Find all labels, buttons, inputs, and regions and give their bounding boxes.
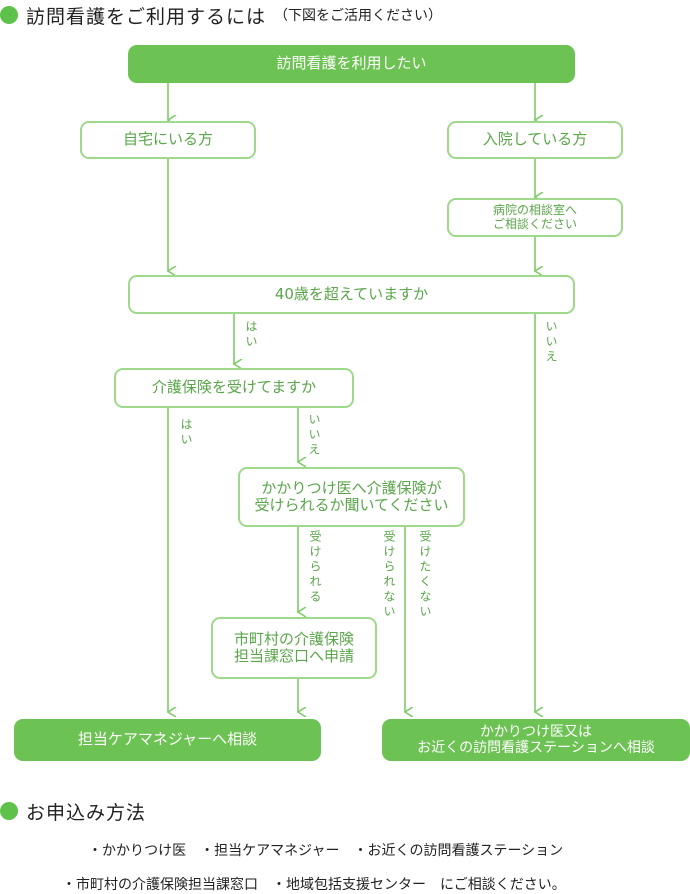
bullet-dot-icon <box>0 6 18 24</box>
cannot-receive-label: 受けられない <box>382 530 396 620</box>
hospital-consult-line2: ご相談ください <box>492 216 577 231</box>
municipal-line1: 市町村の介護保険 <box>233 629 354 648</box>
bullet-dot-icon <box>0 802 18 820</box>
age-yes-label: はい <box>244 320 258 350</box>
inpatient-box: 入院している方 <box>447 121 623 159</box>
section-subtitle: （下図をご活用ください） <box>274 8 443 24</box>
insurance-question-text: 介護保険を受けてますか <box>151 378 317 397</box>
at-home-box: 自宅にいる方 <box>80 121 256 159</box>
doctor-station-line1: かかりつけ医又は <box>479 723 593 740</box>
start-text: 訪問看護を利用したい <box>276 54 427 73</box>
start-box: 訪問看護を利用したい <box>128 45 575 83</box>
municipal-line2: 担当課窓口へ申請 <box>233 647 354 665</box>
howto-line-2: ・市町村の介護保険担当課窓口 ・地域包括支援センター にご相談ください。 <box>62 877 566 893</box>
municipal-box: 市町村の介護保険 担当課窓口へ申請 <box>211 617 377 679</box>
insurance-question-box: 介護保険を受けてますか <box>114 368 354 408</box>
age-question-box: 40歳を超えていますか <box>128 275 575 314</box>
howto-line-1: ・かかりつけ医 ・担当ケアマネジャー ・お近くの訪問看護ステーション <box>88 843 564 859</box>
can-receive-label: 受けられる <box>308 530 322 605</box>
section-heading-usage: 訪問看護をご利用するには （下図をご活用ください） <box>0 2 442 28</box>
doctor-question-line1: かかりつけ医へ介護保険が <box>261 478 442 497</box>
at-home-text: 自宅にいる方 <box>122 130 213 149</box>
section-heading-howto: お申込み方法 <box>0 798 146 824</box>
age-question-text: 40歳を超えていますか <box>274 284 429 303</box>
hospital-consult-box: 病院の相談室へ ご相談ください <box>447 198 623 237</box>
section-title: 訪問看護をご利用するには <box>26 5 267 28</box>
howto-title: お申込み方法 <box>26 801 147 824</box>
care-manager-text: 担当ケアマネジャーへ相談 <box>77 730 258 749</box>
hospital-consult-line1: 病院の相談室へ <box>492 202 577 217</box>
inpatient-text: 入院している方 <box>482 130 588 149</box>
age-no-label: いいえ <box>544 320 558 365</box>
doctor-question-box: かかりつけ医へ介護保険が 受けられるか聞いてください <box>238 467 465 527</box>
doctor-station-line2: お近くの訪問看護ステーションへ相談 <box>417 740 655 756</box>
doctor-station-box: かかりつけ医又は お近くの訪問看護ステーションへ相談 <box>382 719 690 761</box>
ins-no-label: いいえ <box>307 413 321 458</box>
care-manager-box: 担当ケアマネジャーへ相談 <box>14 719 321 761</box>
doctor-question-line2: 受けられるか聞いてください <box>254 496 449 514</box>
not-wanted-label: 受けたくない <box>418 530 432 620</box>
ins-yes-label: はい <box>179 418 193 448</box>
